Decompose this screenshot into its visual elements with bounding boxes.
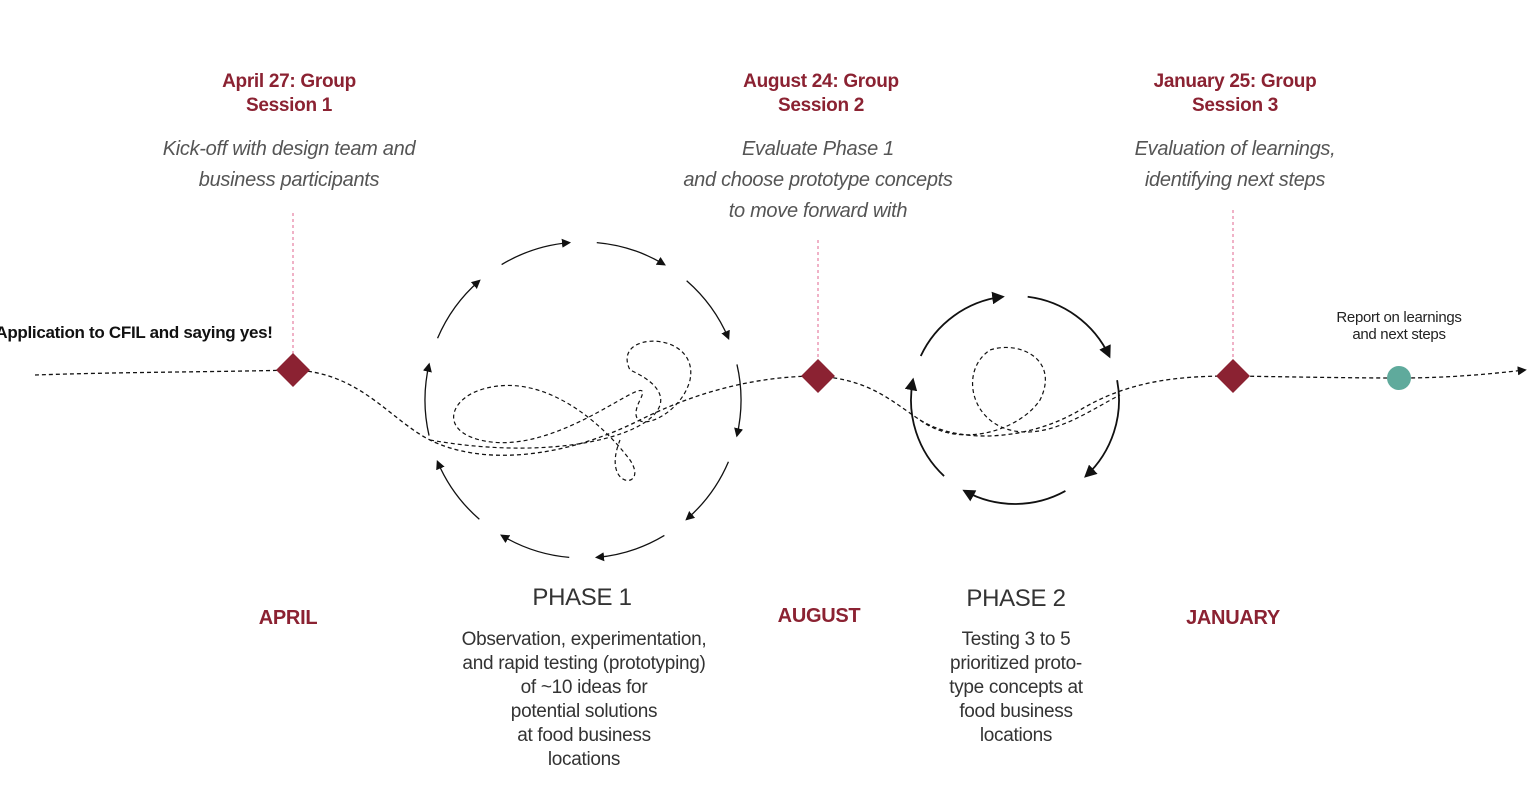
phase2-cycle-arrows bbox=[904, 291, 1120, 505]
desc-line: Kick-off with design team and bbox=[162, 138, 416, 160]
phase1-squiggle bbox=[429, 340, 692, 482]
desc-line: and rapid testing (prototyping) bbox=[462, 653, 706, 674]
cycle-arrow bbox=[501, 238, 572, 266]
desc-line: food business bbox=[959, 701, 1073, 722]
start-note: Application to CFIL and saying yes! bbox=[0, 323, 273, 342]
end-note: Report on learnings and next steps bbox=[1336, 309, 1462, 343]
cycle-arrow bbox=[685, 461, 730, 521]
cycle-arrow bbox=[422, 362, 432, 436]
phase-1-desc: Observation, experimentation, and rapid … bbox=[462, 628, 707, 772]
desc-line: business participants bbox=[198, 169, 380, 191]
cycle-arrow bbox=[962, 489, 1066, 505]
month-january: JANUARY bbox=[1186, 607, 1280, 629]
milestone-diamond-3 bbox=[1216, 359, 1250, 393]
cycle-arrow bbox=[594, 534, 665, 562]
cycle-arrow bbox=[436, 279, 481, 339]
desc-line: Evaluation of learnings, bbox=[1134, 138, 1336, 160]
phase-1-title: PHASE 1 bbox=[532, 584, 632, 611]
phase2-squiggle bbox=[919, 346, 1121, 436]
month-april: APRIL bbox=[258, 607, 318, 629]
milestone-1-date: April 27: Group Session 1 bbox=[222, 71, 356, 116]
cycle-arrow bbox=[436, 460, 480, 520]
milestone-2-desc: Evaluate Phase 1 and choose prototype co… bbox=[683, 134, 953, 227]
desc-line: and choose prototype concepts bbox=[683, 169, 953, 191]
cycle-arrow bbox=[500, 534, 570, 559]
phase-2-desc: Testing 3 to 5 prioritized proto- type c… bbox=[949, 628, 1083, 748]
cycle-arrow bbox=[734, 364, 744, 438]
timeline-path bbox=[34, 366, 1527, 456]
cycle-arrow bbox=[596, 241, 666, 266]
desc-line: type concepts at bbox=[949, 677, 1083, 698]
milestone-diamond-1 bbox=[276, 353, 310, 387]
milestone-1-desc: Kick-off with design team and business p… bbox=[163, 134, 416, 196]
cycle-arrow bbox=[919, 291, 1005, 357]
desc-line: locations bbox=[547, 749, 621, 770]
desc-line: identifying next steps bbox=[1144, 169, 1326, 191]
cycle-arrow bbox=[904, 377, 945, 477]
cycle-arrow bbox=[1027, 295, 1111, 359]
desc-line: Testing 3 to 5 bbox=[961, 629, 1071, 650]
milestone-diamond-2 bbox=[801, 359, 835, 393]
phase-2-title: PHASE 2 bbox=[966, 585, 1066, 612]
month-august: AUGUST bbox=[777, 605, 861, 627]
milestone-2-date: August 24: Group Session 2 bbox=[743, 71, 899, 116]
end-dot bbox=[1387, 366, 1411, 390]
cycle-arrow bbox=[686, 280, 730, 340]
desc-line: to move forward with bbox=[728, 200, 908, 222]
desc-line: at food business bbox=[517, 725, 651, 746]
desc-line: potential solutions bbox=[510, 701, 658, 722]
phase1-cycle-arrows bbox=[422, 238, 744, 562]
desc-line: locations bbox=[979, 725, 1053, 746]
desc-line: Observation, experimentation, bbox=[461, 629, 707, 650]
milestone-3-desc: Evaluation of learnings, identifying nex… bbox=[1135, 134, 1336, 196]
desc-line: prioritized proto- bbox=[950, 653, 1082, 674]
desc-line: of ~10 ideas for bbox=[520, 677, 648, 698]
desc-line: Evaluate Phase 1 bbox=[742, 138, 894, 160]
cycle-arrow bbox=[1084, 379, 1120, 478]
milestone-3-date: January 25: Group Session 3 bbox=[1153, 71, 1317, 116]
